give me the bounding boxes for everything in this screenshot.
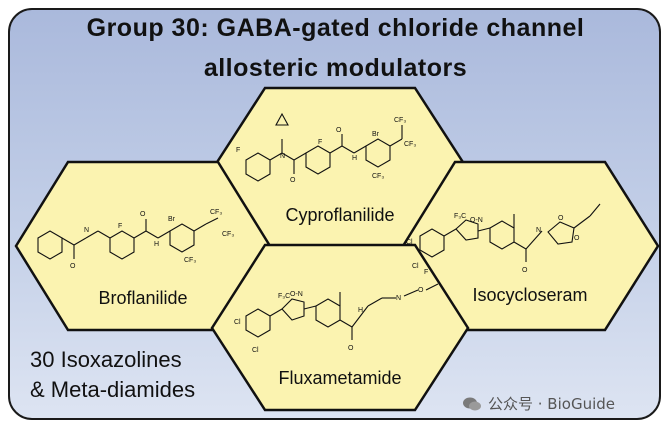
broflanilide-structure: O N F O H Br CF₃ CF₃ CF₃ [37, 209, 234, 270]
label-cyproflanilide: Cyproflanilide [285, 205, 395, 225]
fluxametamide-structure: Cl Cl F₃C O-N O H N O [234, 283, 439, 354]
title-line-2: allosteric modulators [203, 54, 468, 82]
svg-text:F: F [318, 139, 322, 146]
svg-text:O: O [70, 263, 76, 270]
hexagon-fluxametamide [210, 243, 470, 412]
svg-text:Br: Br [168, 216, 176, 223]
svg-text:O: O [418, 287, 424, 294]
svg-text:F₃C: F₃C [454, 213, 466, 220]
svg-text:H: H [154, 241, 159, 248]
label-isocycloseram: Isocycloseram [472, 285, 588, 305]
svg-text:Br: Br [372, 131, 380, 138]
svg-text:O: O [522, 267, 528, 274]
svg-text:O: O [290, 177, 296, 184]
svg-text:N: N [280, 153, 285, 160]
footer-line-2: & Meta-diamides [30, 377, 196, 402]
svg-text:O: O [348, 345, 354, 352]
svg-text:N: N [536, 227, 541, 234]
svg-text:O: O [574, 235, 580, 242]
svg-text:O: O [336, 127, 342, 134]
watermark: 公众号 · BioGuide [462, 393, 615, 414]
svg-text:CF₃: CF₃ [394, 117, 406, 124]
watermark-text: 公众号 · BioGuide [488, 395, 615, 413]
svg-text:H: H [358, 307, 363, 314]
svg-text:Cl: Cl [234, 319, 241, 326]
svg-text:CF₃: CF₃ [222, 231, 234, 238]
svg-text:O-N: O-N [290, 291, 303, 298]
wechat-icon [463, 397, 481, 410]
title-line-1: Group 30: GABA-gated chloride channel [86, 14, 585, 42]
svg-text:CF₃: CF₃ [372, 173, 384, 180]
svg-text:CF₃: CF₃ [184, 257, 196, 264]
isocycloseram-structure: Cl Cl F F₃C O-N O N O O [406, 203, 601, 276]
svg-text:O-N: O-N [470, 217, 483, 224]
svg-text:Cl: Cl [406, 239, 413, 246]
label-fluxametamide: Fluxametamide [278, 368, 402, 388]
svg-text:F: F [236, 147, 240, 154]
svg-text:F: F [118, 223, 122, 230]
footer-line-1: 30 Isoxazolines [30, 347, 182, 372]
cyproflanilide-structure: F N O F O H Br CF₃ CF₃ CF₃ [236, 112, 416, 184]
svg-text:O: O [140, 211, 146, 218]
svg-text:Cl: Cl [412, 263, 419, 270]
svg-text:CF₃: CF₃ [210, 209, 222, 216]
svg-text:N: N [84, 227, 89, 234]
label-broflanilide: Broflanilide [98, 288, 188, 308]
svg-text:O: O [558, 215, 564, 222]
svg-text:H: H [352, 155, 357, 162]
svg-text:Cl: Cl [252, 347, 259, 354]
svg-text:F: F [424, 269, 428, 276]
svg-text:F₃C: F₃C [278, 293, 290, 300]
svg-text:N: N [396, 295, 401, 302]
svg-text:CF₃: CF₃ [404, 141, 416, 148]
